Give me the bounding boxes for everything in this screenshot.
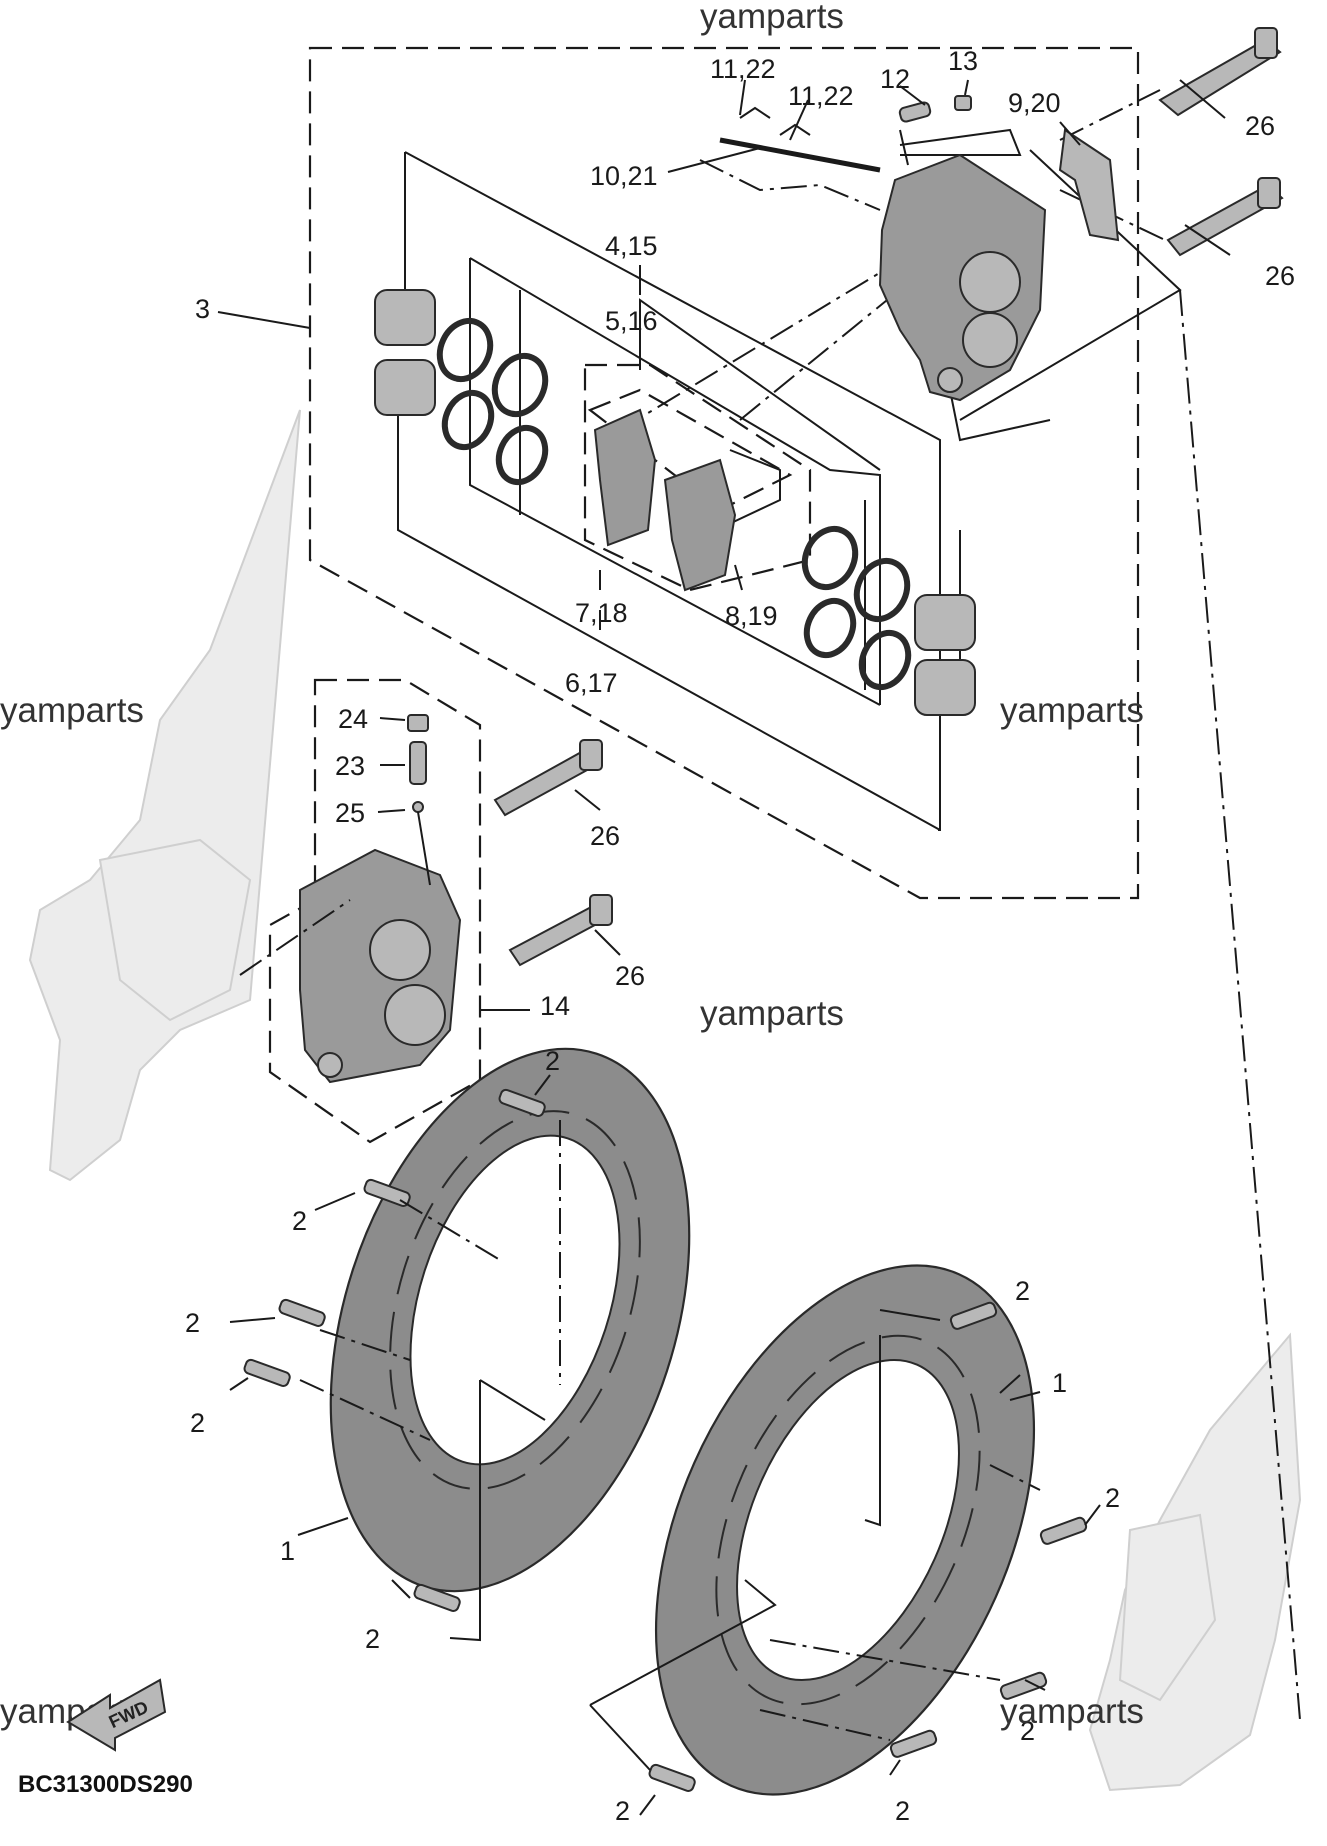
callout-2-j: 2 [615, 1796, 630, 1826]
left-fork-ghost [28, 409, 301, 1182]
forward-arrow-icon: FWD [66, 1678, 167, 1752]
callout-1-right: 1 [1052, 1368, 1067, 1398]
front-caliper-lower [239, 714, 462, 1084]
callout-26-d: 26 [615, 961, 645, 991]
callout-8-19: 8,19 [725, 601, 778, 631]
callout-3: 3 [195, 294, 210, 324]
callout-23: 23 [335, 751, 365, 781]
brake-disc-left [329, 1047, 691, 1593]
caliper-mount-bolts [493, 27, 1284, 967]
callout-9-20: 9,20 [1008, 88, 1061, 118]
seals [436, 317, 912, 691]
callout-2-b: 2 [292, 1206, 307, 1236]
callout-14: 14 [540, 991, 570, 1021]
callout-24: 24 [338, 704, 368, 734]
disc-leader-lines [299, 1120, 1041, 1771]
callout-2-h: 2 [1020, 1716, 1035, 1746]
callout-12: 12 [880, 64, 910, 94]
callout-2-d: 2 [190, 1408, 205, 1438]
callout-1-left: 1 [280, 1536, 295, 1566]
callout-11-22-b: 11,22 [788, 81, 854, 111]
pistons [374, 289, 976, 716]
callout-13: 13 [948, 46, 978, 76]
watermark-right: yamparts [1000, 691, 1144, 730]
callout-2-g: 2 [1105, 1483, 1120, 1513]
watermark-left: yamparts [0, 691, 144, 730]
callout-2-e: 2 [365, 1624, 380, 1654]
callout-2-f: 2 [1015, 1276, 1030, 1306]
callout-2-i: 2 [895, 1796, 910, 1826]
callout-11-22-a: 11,22 [710, 54, 776, 84]
brake-pads [593, 408, 737, 592]
watermark-top: yamparts [700, 0, 844, 36]
callout-26-b: 26 [1265, 261, 1295, 291]
callout-26-a: 26 [1245, 111, 1275, 141]
callout-leaders [217, 79, 1231, 1816]
callout-26-c: 26 [590, 821, 620, 851]
callout-2-a: 2 [545, 1046, 560, 1076]
diagram-code: BC31300DS290 [18, 1771, 193, 1798]
right-fork-ghost [1088, 1332, 1302, 1792]
disc-bolts [243, 1088, 1088, 1792]
watermark-center: yamparts [700, 994, 844, 1033]
watermark-bottom-right: yamparts [1000, 1692, 1144, 1731]
callout-10-21: 10,21 [590, 161, 658, 191]
callout-5-16: 5,16 [605, 306, 658, 336]
callout-6-17: 6,17 [565, 668, 618, 698]
brake-disc-right [654, 1264, 1036, 1796]
callout-7-18: 7,18 [575, 598, 628, 628]
pad-pin-and-clips [719, 95, 972, 173]
caliper-assembly-3-outline [308, 46, 1140, 900]
front-caliper-upper [878, 128, 1120, 402]
callout-4-15: 4,15 [605, 231, 658, 261]
callout-2-c: 2 [185, 1308, 200, 1338]
callout-25: 25 [335, 798, 365, 828]
callout-labels: 3 10,21 11,22 11,22 12 13 9,20 26 26 4,1… [185, 46, 1295, 1826]
